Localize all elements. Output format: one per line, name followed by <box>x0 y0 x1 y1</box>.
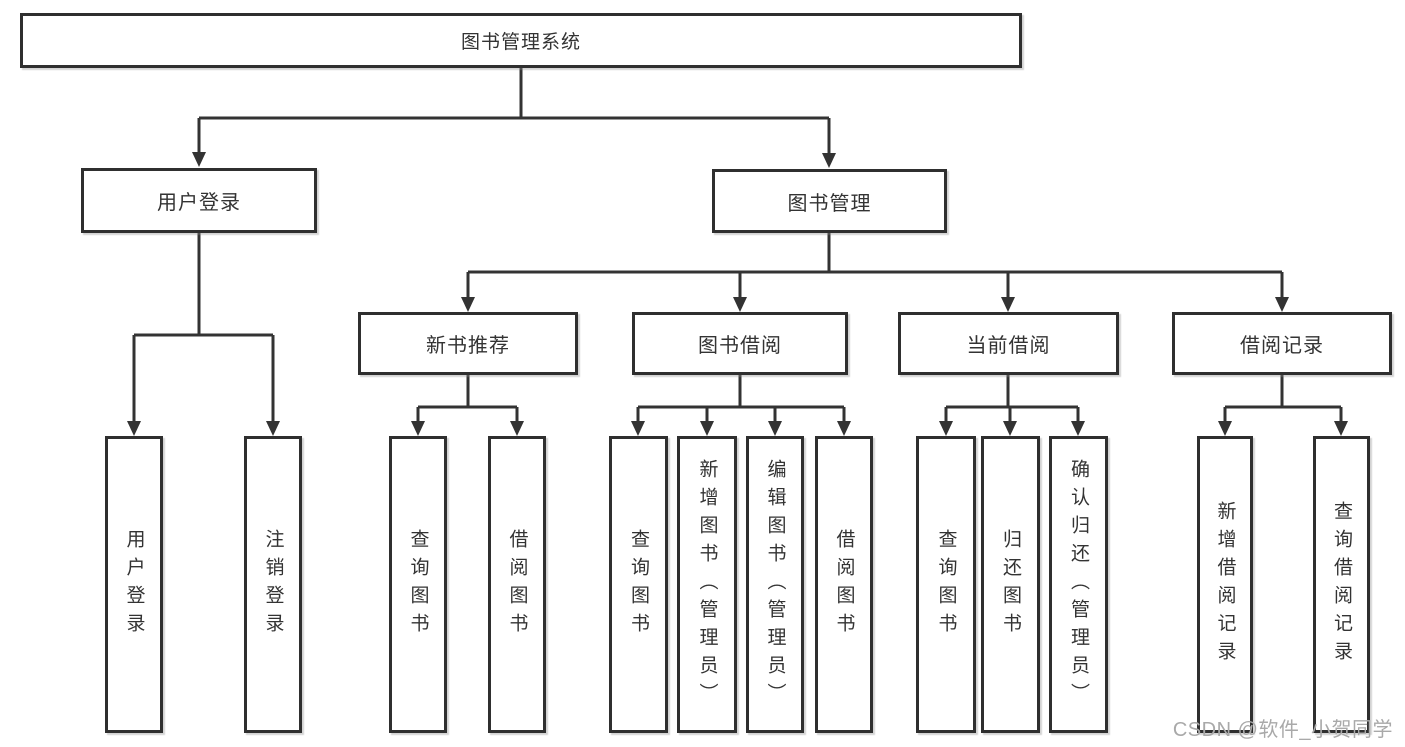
arrow-head <box>1218 421 1232 436</box>
arrow-head <box>1071 421 1085 436</box>
node-borrow-records-label: 借阅记录 <box>1240 335 1324 357</box>
arrow-head <box>510 421 524 436</box>
leaf-query-books-3: 查询图书 <box>916 436 976 733</box>
leaf-logout-login: 注销登录 <box>244 436 302 733</box>
arrow-head <box>837 421 851 436</box>
arrow-head <box>1003 421 1017 436</box>
leaf-add-borrow-record: 新增借阅记录 <box>1197 436 1253 733</box>
leaf-query-borrow-record-label: 查询借阅记录 <box>1331 500 1352 669</box>
node-current-borrow: 当前借阅 <box>898 312 1119 375</box>
arrow-head <box>266 421 280 436</box>
leaf-add-book-admin-label: 新增图书（管理员） <box>696 458 718 711</box>
node-current-borrow-label: 当前借阅 <box>966 335 1051 357</box>
leaf-borrow-books-1-label: 借阅图书 <box>506 528 528 641</box>
leaf-add-borrow-record-label: 新增借阅记录 <box>1214 500 1236 669</box>
node-book-borrow: 图书借阅 <box>632 312 848 375</box>
arrow-head <box>822 153 836 168</box>
leaf-logout-login-label: 注销登录 <box>262 528 284 641</box>
node-root: 图书管理系统 <box>20 13 1022 68</box>
arrow-head <box>1275 297 1289 312</box>
leaf-confirm-return-admin-label: 确认归还（管理员） <box>1068 458 1089 711</box>
arrow-head <box>768 421 782 436</box>
arrow-head <box>411 421 425 436</box>
leaf-user-login: 用户登录 <box>105 436 163 733</box>
leaf-return-books-label: 归还图书 <box>1000 528 1021 641</box>
leaf-query-books-2: 查询图书 <box>609 436 668 733</box>
node-book-management-label: 图书管理 <box>787 192 872 215</box>
node-new-book-recommend: 新书推荐 <box>358 312 578 375</box>
leaf-user-login-label: 用户登录 <box>123 528 145 641</box>
node-new-book-recommend-label: 新书推荐 <box>426 335 510 357</box>
leaf-query-books-1: 查询图书 <box>389 436 447 733</box>
arrow-head <box>192 152 206 167</box>
leaf-borrow-books-1: 借阅图书 <box>488 436 546 733</box>
arrow-head <box>700 421 714 436</box>
node-root-label: 图书管理系统 <box>460 32 581 53</box>
leaf-borrow-books-2-label: 借阅图书 <box>833 528 855 641</box>
arrow-head <box>1334 421 1348 436</box>
arrow-head <box>631 421 645 436</box>
leaf-query-books-3-label: 查询图书 <box>935 528 957 641</box>
leaf-borrow-books-2: 借阅图书 <box>815 436 873 733</box>
leaf-query-books-1-label: 查询图书 <box>407 528 429 641</box>
arrow-head <box>127 421 141 436</box>
watermark: CSDN @软件_小贺同学 <box>1172 719 1393 741</box>
node-user-login-label: 用户登录 <box>157 192 241 214</box>
node-book-borrow-label: 图书借阅 <box>698 335 782 357</box>
leaf-query-books-2-label: 查询图书 <box>628 528 649 641</box>
node-borrow-records: 借阅记录 <box>1172 312 1392 375</box>
leaf-add-book-admin: 新增图书（管理员） <box>677 436 737 733</box>
arrow-head <box>939 421 953 436</box>
arrow-head <box>461 297 475 312</box>
leaf-confirm-return-admin: 确认归还（管理员） <box>1049 436 1108 733</box>
arrow-head <box>1001 297 1015 312</box>
leaf-edit-book-admin: 编辑图书（管理员） <box>746 436 804 733</box>
leaf-edit-book-admin-label: 编辑图书（管理员） <box>764 458 786 711</box>
node-book-management: 图书管理 <box>712 169 947 233</box>
leaf-query-borrow-record: 查询借阅记录 <box>1313 436 1370 733</box>
leaf-return-books: 归还图书 <box>981 436 1040 733</box>
arrow-head <box>733 297 747 312</box>
node-user-login: 用户登录 <box>81 168 317 233</box>
